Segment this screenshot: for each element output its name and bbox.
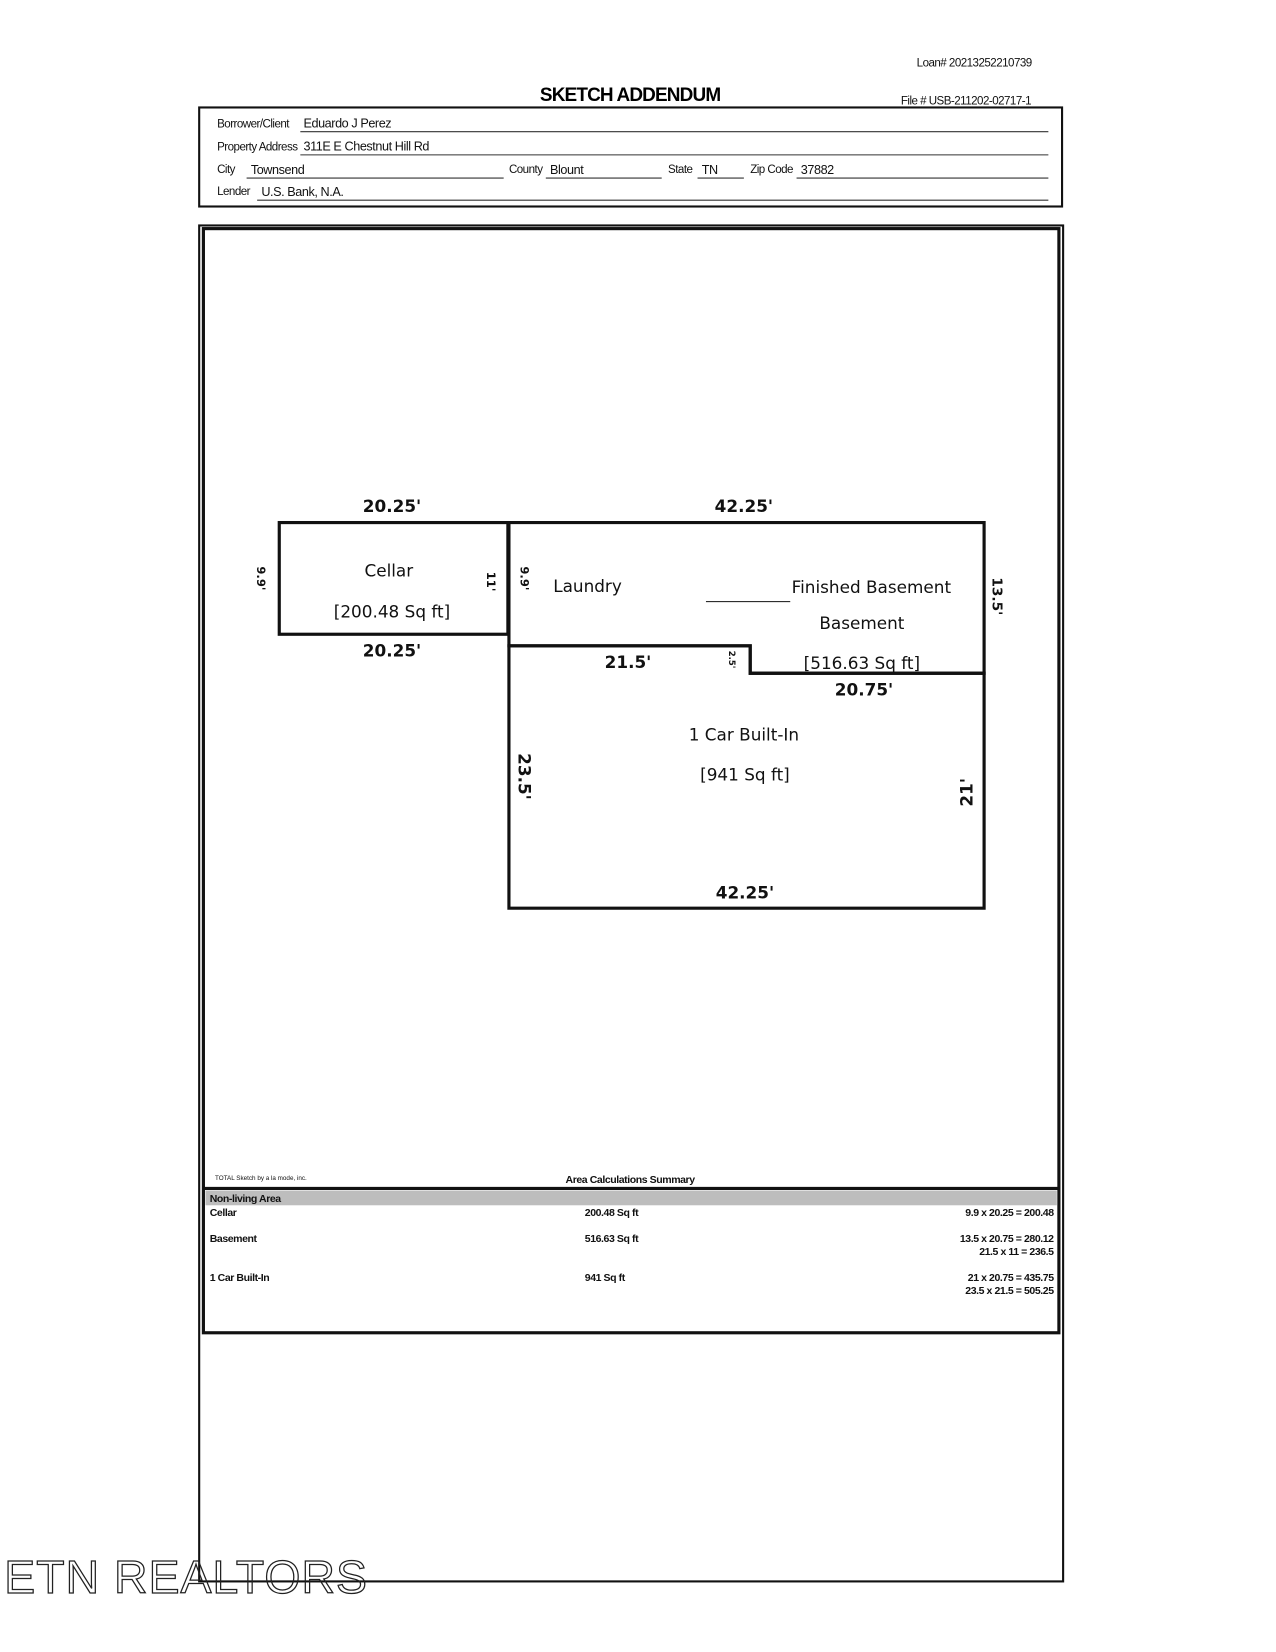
file-number: File # USB-211202-02717-1 — [901, 95, 1031, 107]
cellar-area: [200.48 Sq ft] — [334, 601, 450, 621]
row-calc: 21 x 20.75 = 435.75 — [968, 1272, 1054, 1284]
row-calc: 21.5 x 11 = 236.5 — [979, 1246, 1054, 1258]
summary-section-label: Non-living Area — [210, 1193, 282, 1205]
laundry-label: Laundry — [553, 576, 622, 596]
basement-lower-right-dim: 20.75' — [835, 679, 893, 699]
finished-basement-label: Finished Basement — [792, 577, 952, 597]
summary-row: 1 Car Built-In 941 Sq ft 21 x 20.75 = 43… — [210, 1272, 1055, 1297]
garage-label: 1 Car Built-In — [689, 725, 799, 745]
floor-sketch — [277, 520, 986, 910]
row-calc: 23.5 x 21.5 = 505.25 — [965, 1285, 1054, 1297]
basement-step-dim: 2.5' — [727, 651, 737, 668]
sketch-frame — [201, 227, 1061, 1335]
section-header-bg — [205, 1190, 1057, 1206]
cellar-label: Cellar — [364, 560, 413, 580]
row-calc: 13.5 x 20.75 = 280.12 — [960, 1233, 1054, 1245]
basement-label: Basement — [819, 613, 904, 633]
city-label: City — [217, 164, 236, 176]
row-name: Basement — [210, 1233, 258, 1245]
basement-lower-left-dim: 21.5' — [605, 652, 652, 672]
summary-title: Area Calculations Summary — [566, 1174, 696, 1186]
lender-label: Lender — [217, 186, 251, 198]
address-value: 311E E Chestnut Hill Rd — [303, 140, 429, 154]
state-value: TN — [702, 163, 718, 177]
summary-row: Basement 516.63 Sq ft 13.5 x 20.75 = 280… — [210, 1233, 1055, 1258]
summary-row: Cellar 200.48 Sq ft 9.9 x 20.25 = 200.48 — [210, 1207, 1055, 1219]
garage-area: [941 Sq ft] — [700, 765, 790, 785]
basement-outline — [507, 520, 986, 675]
page-title: SKETCH ADDENDUM — [540, 85, 720, 106]
city-value: Townsend — [251, 163, 305, 177]
cellar-top-dim: 20.25' — [363, 496, 421, 516]
garage-right-dim: 21' — [957, 778, 977, 807]
row-name: Cellar — [210, 1207, 237, 1219]
property-info-box: Borrower/Client Eduardo J Perez Property… — [198, 106, 1064, 208]
garage-bottom-dim: 42.25' — [716, 883, 774, 903]
software-credit: TOTAL Sketch by a la mode, inc. — [215, 1175, 307, 1182]
borrower-value: Eduardo J Perez — [303, 116, 391, 130]
lender-value: U.S. Bank, N.A. — [261, 185, 343, 199]
cellar-bottom-dim: 20.25' — [363, 640, 421, 660]
state-label: State — [668, 164, 692, 176]
basement-top-dim: 42.25' — [715, 496, 773, 516]
county-value: Blount — [550, 163, 584, 177]
row-calc: 9.9 x 20.25 = 200.48 — [965, 1207, 1054, 1219]
row-area: 516.63 Sq ft — [585, 1233, 639, 1245]
watermark: ETN REALTORS — [4, 1551, 368, 1603]
garage-outline — [507, 644, 986, 910]
page-frame — [198, 224, 1065, 1583]
row-area: 941 Sq ft — [585, 1272, 626, 1284]
row-area: 200.48 Sq ft — [585, 1207, 639, 1219]
basement-left-dim: 9.9' — [518, 566, 532, 590]
row-name: 1 Car Built-In — [210, 1272, 270, 1284]
zip-value: 37882 — [801, 163, 834, 177]
zip-label: Zip Code — [750, 164, 793, 176]
cellar-right-dim: 11' — [484, 572, 498, 592]
borrower-label: Borrower/Client — [217, 118, 290, 130]
basement-area: [516.63 Sq ft] — [804, 653, 920, 673]
basement-right-dim: 13.5' — [989, 577, 1005, 615]
address-label: Property Address — [217, 142, 298, 154]
cellar-left-dim: 9.9' — [254, 566, 268, 590]
loan-number: Loan# 20213252210739 — [917, 57, 1032, 69]
county-label: County — [509, 164, 543, 176]
garage-left-dim: 23.5' — [514, 753, 534, 800]
